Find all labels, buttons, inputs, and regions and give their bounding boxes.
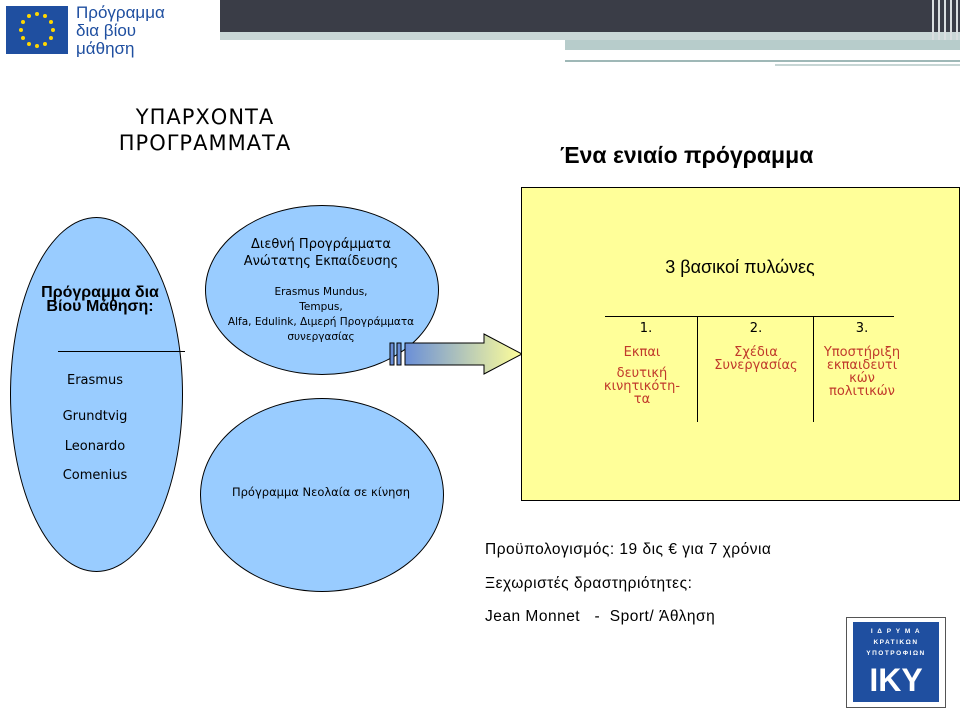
pillar-partnerships: Σχέδια Συνεργασίας [714, 345, 798, 373]
header-vertical-bars [930, 0, 960, 40]
youth-in-action-ellipse [200, 398, 444, 592]
budget-text: Προϋπολογισμός: 19 δις € για 7 χρόνια [485, 541, 772, 558]
pillar-number: 3. [855, 321, 869, 336]
pillar-mobility: Εκπαι δευτική κινητικότη- τα [603, 345, 681, 407]
list-item: Comenius [62, 468, 128, 483]
header-line [775, 64, 960, 66]
header-stripe [565, 40, 960, 50]
header-line [565, 60, 960, 62]
header-bar [220, 0, 960, 32]
youth-in-action-text: Πρόγραμμα Νεολαία σε κίνηση [231, 485, 411, 499]
eu-flag-icon [6, 6, 68, 54]
divider [813, 317, 814, 422]
list-item: Erasmus [67, 373, 123, 388]
divider [697, 317, 698, 422]
activities-text: Jean Monnet - Sport/ Άθληση [485, 608, 716, 625]
iky-logo: Ι Δ Ρ Υ Μ Α ΚΡΑΤΙΚΩΝ ΥΠΟΤΡΟΦΙΩΝ ΙΚΥ [846, 617, 946, 708]
list-item: Grundtvig [62, 409, 128, 424]
header-stripe [220, 32, 960, 40]
pillar-number: 1. [639, 321, 653, 336]
pillar-policy-support: Υποστήριξη εκπαιδευτι κών πολιτικών [823, 345, 901, 399]
separate-activities-label: Ξεχωριστές δραστηριότητες: [485, 575, 693, 592]
international-programs-list: Erasmus Mundus, Tempus, Alfa, Edulink, Δ… [227, 286, 415, 343]
pillar-number: 2. [749, 321, 763, 336]
lifelong-learning-ellipse [10, 217, 183, 572]
unified-program-box [521, 187, 960, 501]
header-line [575, 52, 890, 54]
eu-program-text: Πρόγραμμα δια βίου μάθηση [76, 3, 165, 58]
existing-programs-title: ΥΠΑΡΧΟΝΤΑ ΠΡΟΓΡΑΜΜΑΤΑ [118, 105, 292, 155]
divider [605, 316, 894, 317]
international-programs-title: Διεθνή Προγράμματα Ανώτατης Εκπαίδευσης [243, 237, 399, 269]
list-item: Leonardo [64, 439, 126, 454]
pillars-title: 3 βασικοί πυλώνες [665, 257, 815, 277]
arrow-right-icon [389, 333, 524, 375]
unified-program-title: Ένα ενιαίο πρόγραμμα [560, 142, 814, 168]
lifelong-learning-title: Πρόγραμμα δια Βίου Μάθηση: [41, 284, 159, 315]
divider [58, 351, 185, 352]
